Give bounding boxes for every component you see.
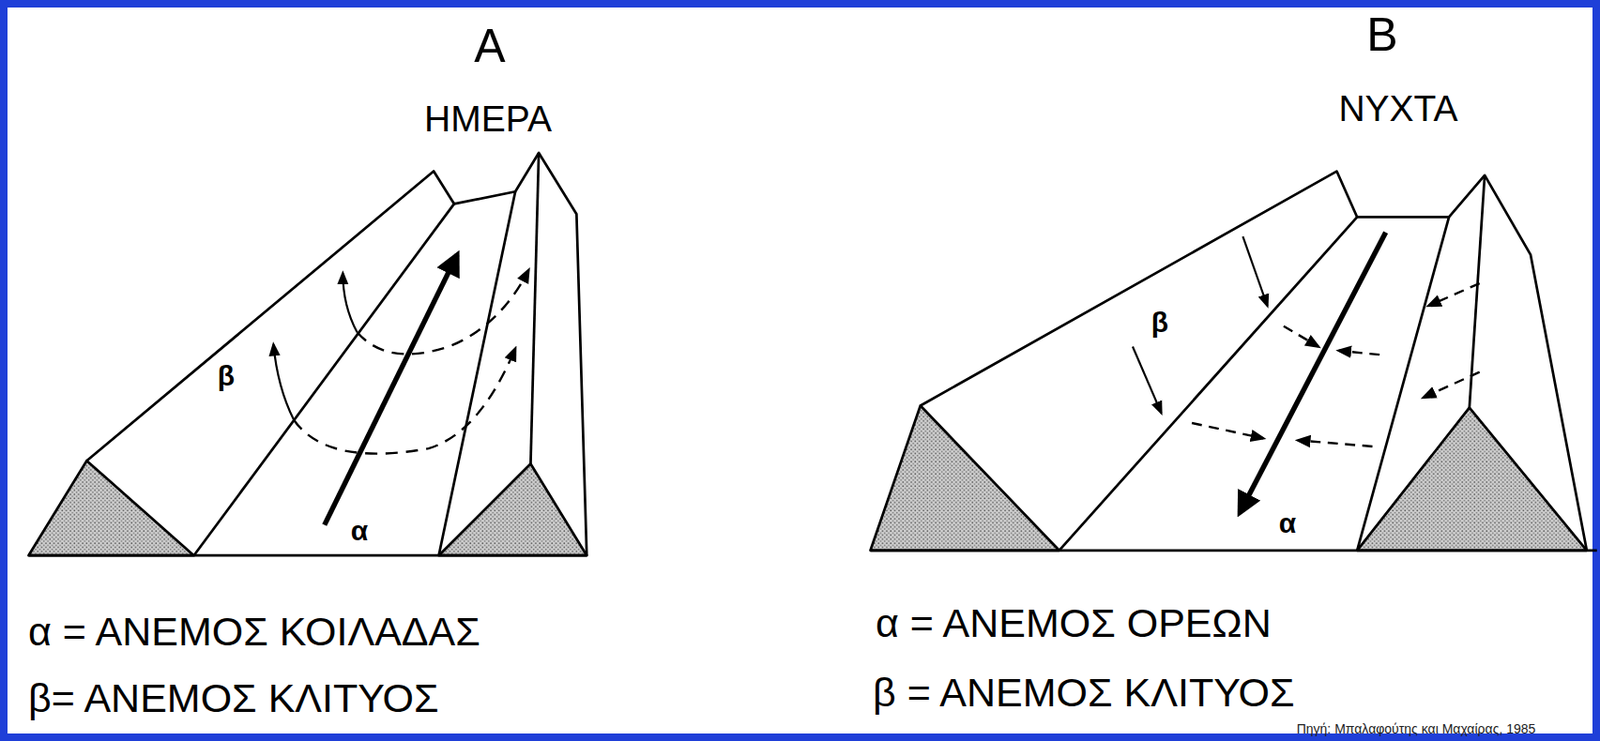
panel-letter: A	[473, 20, 505, 73]
panel-title: ΗΜΕΡΑ	[424, 99, 552, 140]
source-caption: Πηγή: Μπαλαφούτης και Μαχαίρας, 1985	[1296, 722, 1537, 737]
wind-symbol: β	[1151, 306, 1169, 338]
wind-symbol: α	[350, 515, 368, 547]
night-valley-figure	[870, 171, 1598, 551]
legend-line: β = ΑΝΕΜΟΣ ΚΛΙΤΥΟΣ	[872, 670, 1295, 716]
panel-title: ΝΥΧΤΑ	[1338, 89, 1458, 130]
legend-line: β= ΑΝΕΜΟΣ ΚΛΙΤΥΟΣ	[28, 676, 440, 721]
wind-symbol: β	[217, 360, 235, 392]
legend-line: α = ΑΝΕΜΟΣ ΚΟΙΛΑΔΑΣ	[28, 609, 481, 655]
wind-symbol: α	[1279, 507, 1296, 539]
legend-line: α = ΑΝΕΜΟΣ ΟΡΕΩΝ	[875, 601, 1272, 646]
panel-letter: B	[1366, 9, 1398, 61]
day-valley-figure	[28, 152, 587, 556]
